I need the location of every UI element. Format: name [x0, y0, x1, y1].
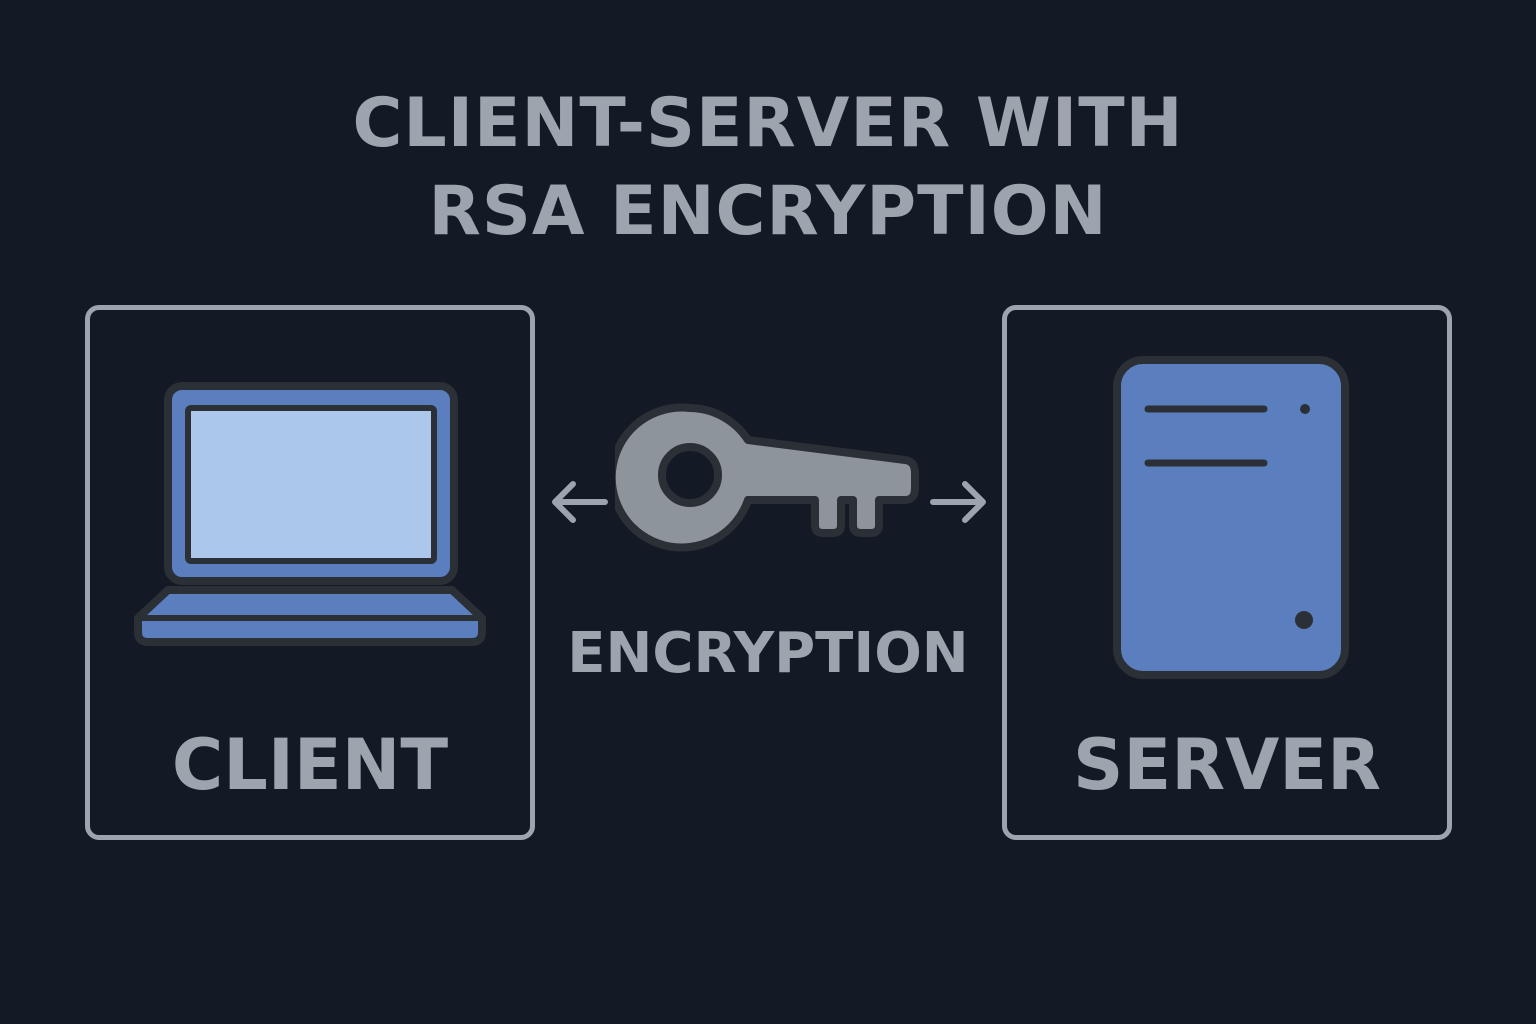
laptop-icon	[134, 382, 486, 646]
client-label: CLIENT	[171, 724, 449, 806]
title-line-2: RSA ENCRYPTION	[428, 172, 1108, 251]
arrow-left-icon	[552, 481, 608, 523]
title-line-1: CLIENT-SERVER WITH	[352, 84, 1184, 163]
key-icon	[615, 403, 919, 552]
client-node: CLIENT	[85, 305, 535, 840]
encryption-label: ENCRYPTION	[567, 621, 969, 686]
arrow-right-icon	[930, 481, 986, 523]
server-node: SERVER	[1002, 305, 1452, 840]
server-label: SERVER	[1072, 724, 1382, 806]
diagram-title: CLIENT-SERVER WITH RSA ENCRYPTION	[0, 80, 1536, 256]
server-icon	[1113, 356, 1349, 679]
